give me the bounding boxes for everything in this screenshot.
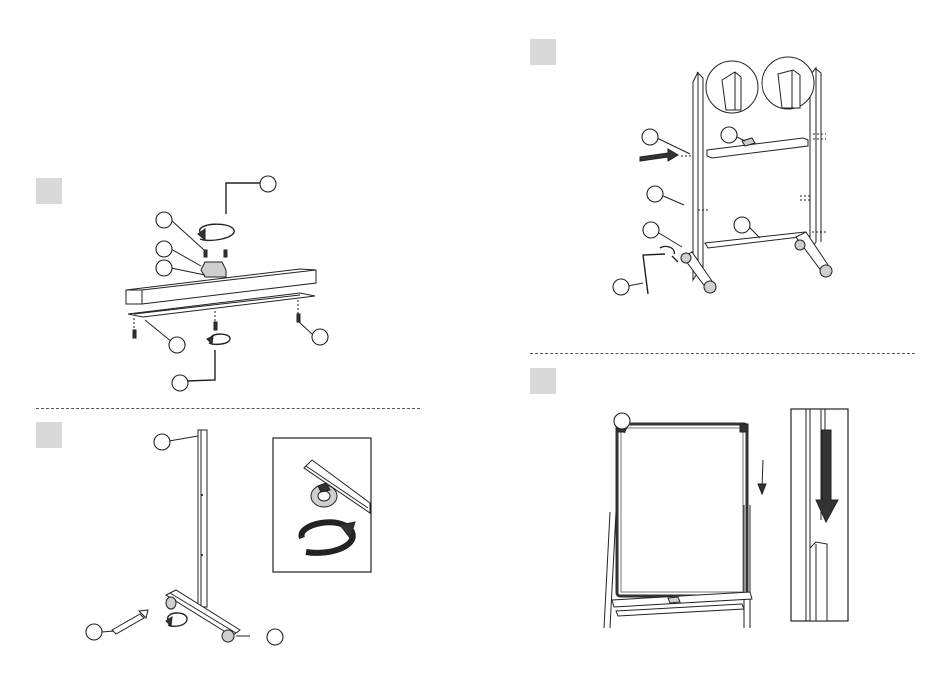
profile-detail-right bbox=[762, 57, 814, 109]
screw-icon bbox=[133, 330, 136, 338]
screw-icon bbox=[297, 314, 300, 322]
upright-pole bbox=[198, 430, 207, 607]
rotate-clockwise-icon bbox=[198, 224, 234, 240]
step-2-illustration bbox=[86, 430, 371, 645]
rotate-clockwise-icon bbox=[207, 334, 230, 344]
callout-step3-screws bbox=[647, 186, 663, 202]
whiteboard bbox=[617, 424, 748, 596]
callout-step4-board bbox=[614, 413, 630, 429]
callout-step3-bar bbox=[734, 217, 750, 233]
callout-step3-pole bbox=[642, 129, 658, 145]
callout-step2-wrench bbox=[86, 624, 102, 640]
allen-key-icon bbox=[186, 350, 215, 381]
push-arrow-icon bbox=[640, 149, 678, 161]
callout-step1-allen-key bbox=[260, 176, 276, 192]
callout-step1-screws bbox=[156, 212, 172, 228]
callout-step3-tray bbox=[721, 127, 737, 143]
callout-step1-bolt bbox=[312, 329, 328, 345]
rotate-clockwise-icon bbox=[166, 613, 187, 626]
callout-step1-shelf bbox=[169, 337, 185, 353]
left-upright bbox=[693, 72, 698, 280]
caster-detail-inset bbox=[273, 438, 371, 572]
callout-step2-caster bbox=[267, 629, 283, 645]
callout-step1-bar bbox=[156, 260, 172, 276]
top-cross-bar bbox=[707, 138, 808, 158]
step-3-illustration bbox=[613, 57, 832, 295]
profile-detail-left bbox=[706, 61, 758, 113]
callout-step1-bracket bbox=[156, 241, 172, 257]
screw-icon bbox=[204, 250, 227, 257]
step-1-illustration bbox=[126, 176, 328, 391]
step-4-illustration bbox=[604, 409, 848, 628]
callout-step1-allen-key-bottom bbox=[172, 375, 188, 391]
screw-icon bbox=[214, 322, 217, 330]
allen-key-icon bbox=[226, 183, 262, 214]
callout-step2-pole bbox=[154, 434, 170, 450]
callout-step3-bracket bbox=[643, 222, 659, 238]
down-arrow-icon bbox=[758, 460, 766, 494]
board-detail-inset bbox=[791, 409, 848, 621]
allen-key-icon bbox=[643, 246, 678, 294]
callout-step3-allen-key bbox=[613, 279, 629, 295]
wrench-icon bbox=[112, 610, 148, 634]
